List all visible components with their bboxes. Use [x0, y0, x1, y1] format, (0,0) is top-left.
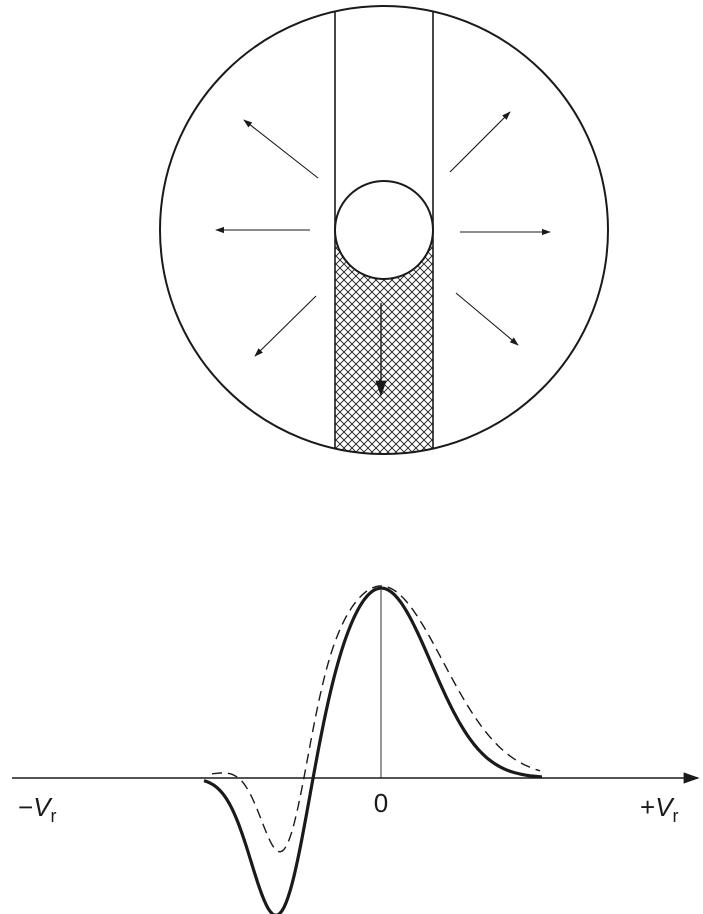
planet-disk	[334, 180, 434, 280]
shaded-strip-region	[335, 230, 433, 454]
profile-solid-curve	[203, 586, 543, 914]
axis-label-origin: 0	[374, 788, 388, 818]
profile-dashed-curve	[211, 585, 541, 853]
arrow-lower-left	[254, 295, 317, 357]
arrow-upper-left	[243, 119, 319, 179]
line-profile-plot: −Vr 0 +Vr	[12, 585, 700, 914]
stellar-disk-diagram	[159, 5, 609, 455]
arrow-lower-right	[455, 292, 519, 346]
axis-label-negative: −Vr	[18, 792, 57, 826]
arrow-upper-right	[449, 111, 511, 173]
stellar-disk-outline	[159, 5, 609, 455]
axis-label-positive: +Vr	[640, 792, 679, 826]
